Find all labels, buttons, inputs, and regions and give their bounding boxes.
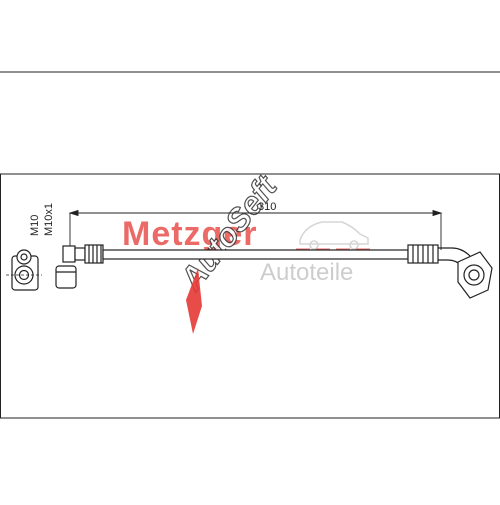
brake-hose-assembly (62, 244, 493, 299)
thread-label-m10x1: M10x1 (43, 203, 55, 236)
car-outline-icon (299, 221, 369, 250)
left-end-neck (74, 247, 86, 261)
right-bracket-bore (468, 269, 480, 281)
bent-tube-top (438, 247, 471, 257)
banjo-top-bore (20, 253, 28, 261)
fitting-block (55, 265, 77, 289)
banjo-fitting-end-view (6, 249, 42, 291)
small-fitting-piece (55, 265, 77, 289)
brand-name-text: Metzger (122, 215, 257, 253)
dimension-arrow-left (68, 209, 79, 217)
dimension-arrow-right (432, 209, 443, 217)
dimension-length-label: 310 (258, 201, 276, 213)
left-end-nut (62, 245, 76, 263)
hose-body (102, 249, 409, 260)
autoteile-logo-word: Autoteile (260, 259, 353, 286)
thread-label-m10: M10 (29, 215, 41, 236)
left-crimp-ferrule (84, 244, 104, 264)
length-dimension (68, 209, 443, 250)
stamp-red-swoosh (186, 268, 202, 334)
